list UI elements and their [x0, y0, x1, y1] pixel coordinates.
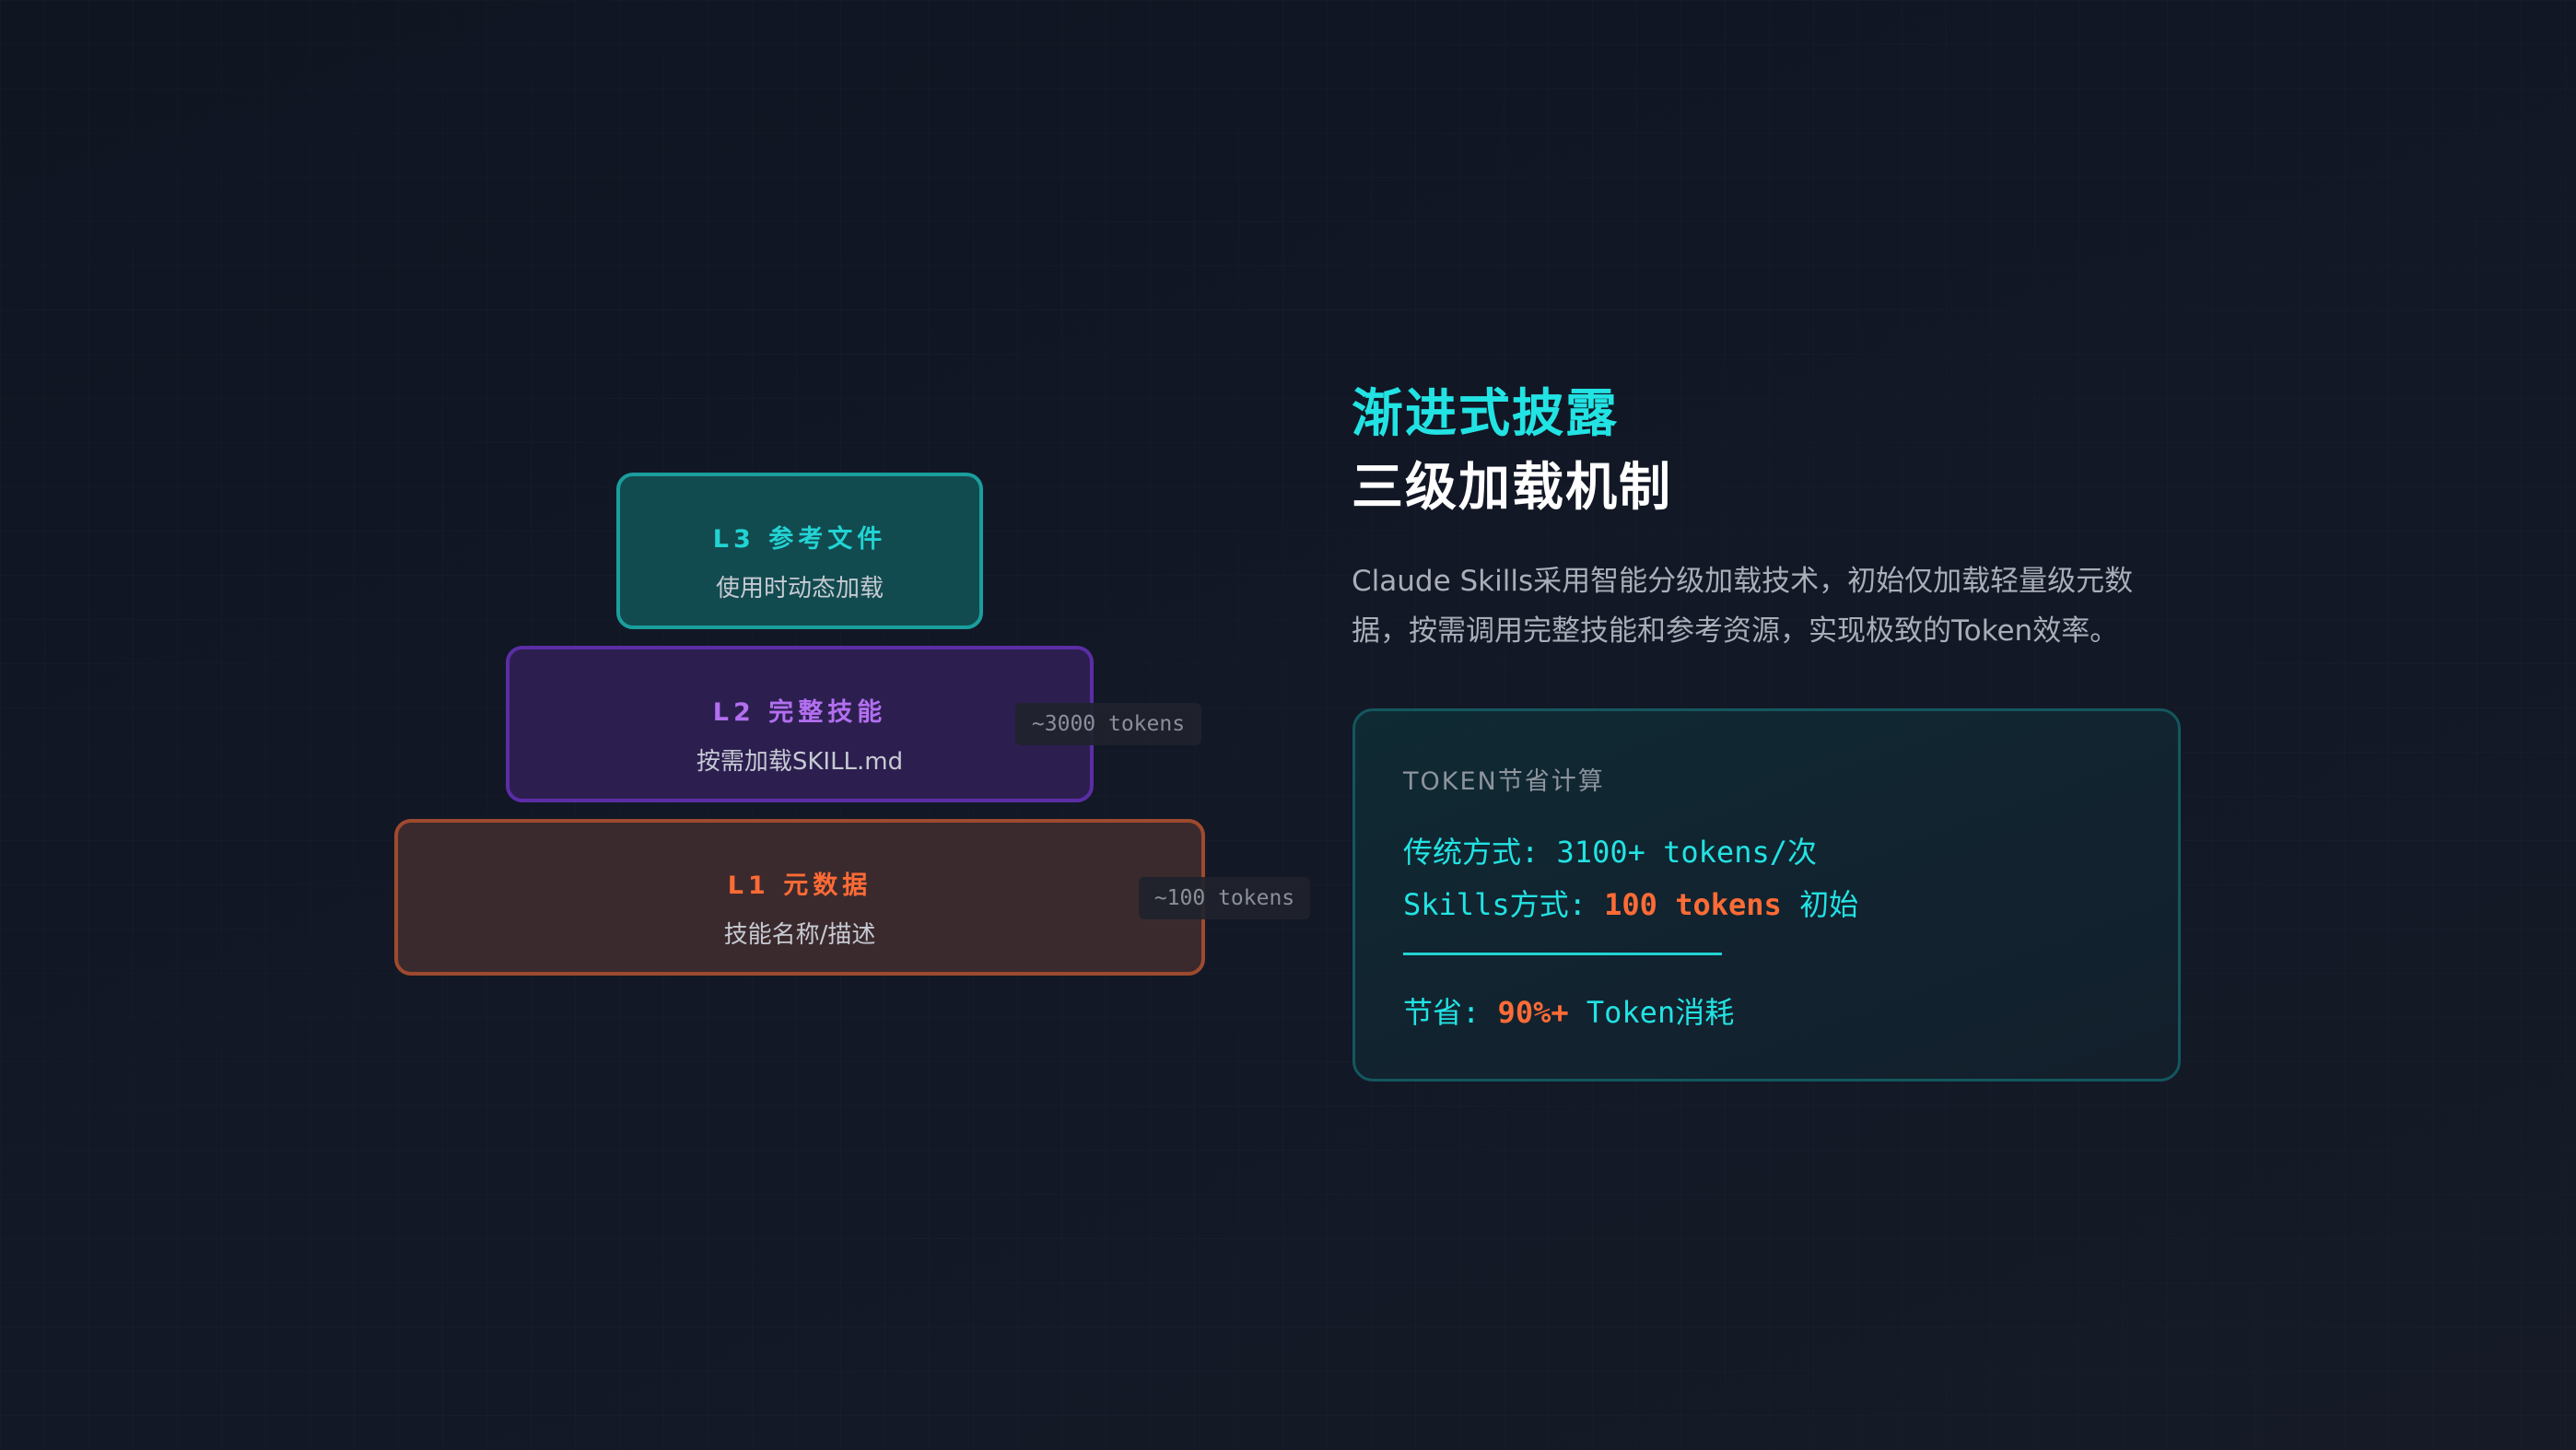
heading-main: 三级加载机制 [1352, 458, 1672, 518]
layer-l3-title: L3 参考文件 [712, 525, 887, 554]
layer-l3-desc: 使用时动态加载 [715, 575, 884, 602]
traditional-method-line: 传统方式: 3100+ tokens/次 [1403, 835, 1817, 870]
card-divider [1403, 953, 1722, 955]
description-text: Claude Skills采用智能分级加载技术，初始仅加载轻量级元数据，按需调用… [1352, 565, 2134, 648]
pyramid-layer-l1: L1 元数据 技能名称/描述 [394, 819, 1205, 976]
pyramid-layer-l2: L2 完整技能 按需加载SKILL.md [506, 646, 1094, 802]
saving-suffix: Token消耗 [1568, 995, 1735, 1030]
pyramid-layer-l3: L3 参考文件 使用时动态加载 [616, 473, 983, 629]
layer-l2-desc: 按需加载SKILL.md [696, 748, 904, 776]
saving-line: 节省: 90%+ Token消耗 [1403, 989, 1734, 1032]
skills-method-value: 100 tokens [1604, 887, 1782, 922]
layer-l2-token-badge: ~3000 tokens [1015, 703, 1201, 745]
skills-method-suffix: 初始 [1781, 887, 1859, 922]
layer-l1-token-badge: ~100 tokens [1139, 877, 1310, 919]
token-savings-card: TOKEN节省计算 传统方式: 3100+ tokens/次 Skills方式:… [1352, 708, 2181, 1082]
layer-l1-title: L1 元数据 [727, 871, 872, 900]
card-title: TOKEN节省计算 [1403, 767, 1605, 796]
saving-value: 90%+ [1497, 995, 1569, 1030]
layer-l2-title: L2 完整技能 [712, 698, 887, 727]
skills-method-label: Skills方式: [1403, 887, 1605, 922]
saving-label: 节省: [1403, 995, 1498, 1030]
skills-method-line: Skills方式: 100 tokens 初始 [1403, 882, 1858, 924]
heading-accent: 渐进式披露 [1352, 384, 1619, 444]
layer-l1-desc: 技能名称/描述 [723, 921, 876, 949]
